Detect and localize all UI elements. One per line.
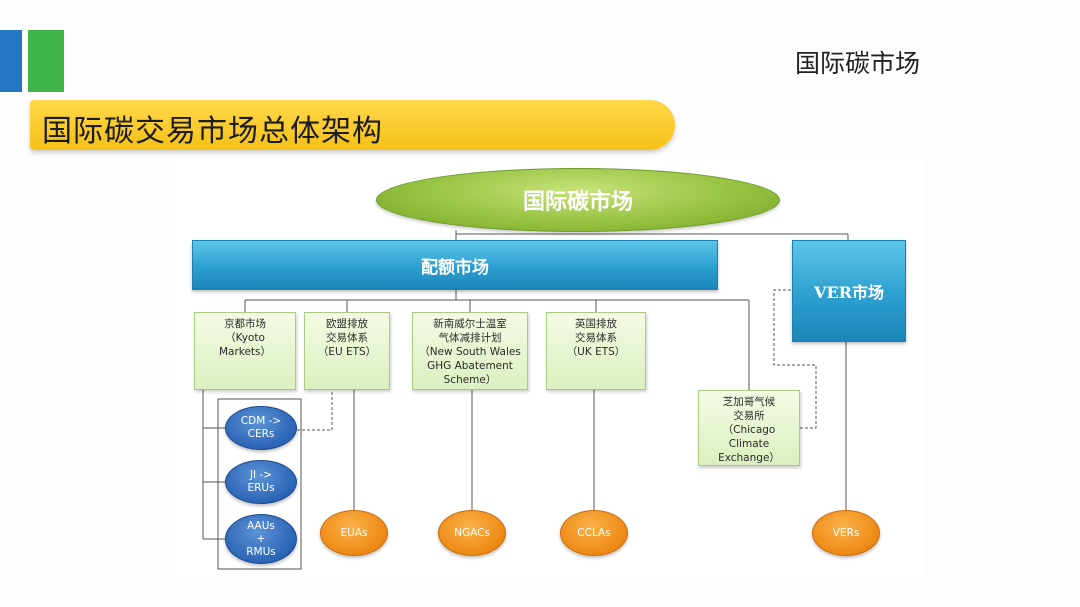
accent-bar-blue bbox=[0, 30, 22, 92]
node-ver-market: VER市场 bbox=[792, 240, 906, 342]
node-chicago-climate-exchange: 芝加哥气候 交易所 （Chicago Climate Exchange） bbox=[698, 390, 800, 466]
node-cdm-cers: CDM -> CERs bbox=[225, 406, 297, 450]
corner-title: 国际碳市场 bbox=[794, 49, 920, 78]
node-kyoto-markets: 京都市场 （Kyoto Markets） bbox=[194, 312, 296, 390]
node-nsw-ghg-scheme: 新南威尔士温室 气体减排计划 （New South Wales GHG Abat… bbox=[412, 312, 528, 390]
root-node-international-carbon-market: 国际碳市场 bbox=[376, 168, 780, 232]
node-uk-ets: 英国排放 交易体系 （UK ETS） bbox=[546, 312, 646, 390]
node-vers: VERs bbox=[812, 510, 880, 556]
node-ngacs: NGACs bbox=[438, 510, 506, 556]
node-ji-erus: JI -> ERUs bbox=[225, 460, 297, 504]
page-title: 国际碳交易市场总体架构 bbox=[42, 114, 383, 149]
market-structure-diagram: 国际碳市场 配额市场 VER市场 京都市场 （Kyoto Markets） 欧盟… bbox=[176, 160, 924, 578]
node-euas: EUAs bbox=[320, 510, 388, 556]
node-cclas: CCLAs bbox=[560, 510, 628, 556]
node-allowance-market: 配额市场 bbox=[192, 240, 718, 290]
node-aaus-rmus: AAUs + RMUs bbox=[225, 514, 297, 564]
node-eu-ets: 欧盟排放 交易体系 （EU ETS） bbox=[304, 312, 390, 390]
title-banner: 国际碳交易市场总体架构 bbox=[30, 100, 675, 150]
accent-bar-green bbox=[28, 30, 64, 92]
connector-lines bbox=[202, 230, 849, 570]
